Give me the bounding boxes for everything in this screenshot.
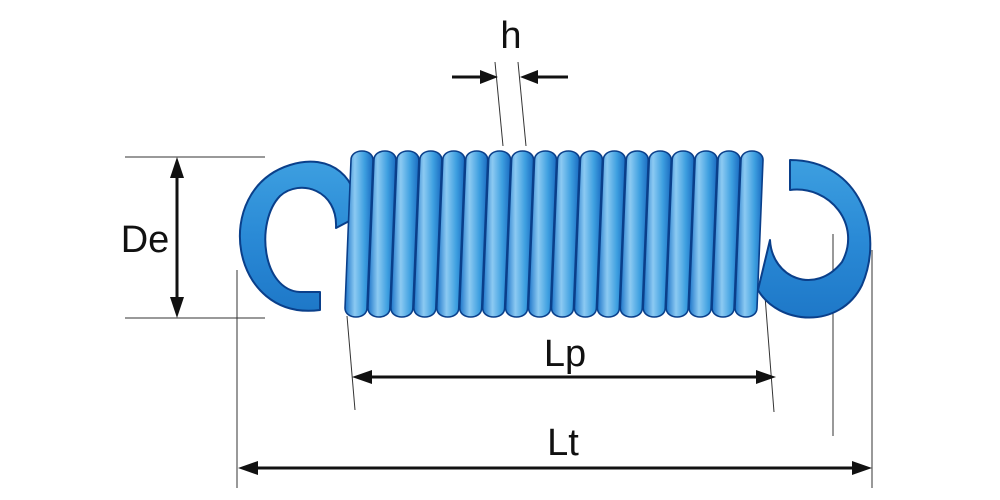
lt-arrow-left bbox=[238, 461, 258, 475]
left-hook bbox=[238, 160, 357, 312]
dimension-arrows bbox=[170, 70, 872, 475]
spring-coils bbox=[344, 150, 764, 318]
lp-arrow-right bbox=[756, 370, 776, 384]
label-de: De bbox=[121, 219, 170, 261]
spring-coil bbox=[711, 150, 741, 318]
spring-coil bbox=[734, 150, 764, 318]
h-right-arrowhead bbox=[520, 70, 538, 84]
spring-coil bbox=[367, 150, 397, 318]
h-left-extension-line bbox=[494, 61, 504, 147]
lp-arrow-left bbox=[352, 370, 372, 384]
spring-coil bbox=[527, 150, 558, 318]
de-arrow-bottom bbox=[170, 297, 184, 318]
spring-coil bbox=[688, 150, 718, 318]
label-lp: Lp bbox=[544, 333, 586, 375]
spring-coil bbox=[665, 150, 695, 318]
spring-coil bbox=[504, 150, 535, 318]
spring-coil bbox=[619, 150, 650, 318]
spring-coil bbox=[481, 150, 512, 318]
spring-coil bbox=[596, 150, 627, 318]
spring-coil bbox=[458, 150, 489, 318]
spring-coil bbox=[344, 150, 374, 318]
lp-left-extension-line bbox=[346, 315, 356, 411]
spring-coil bbox=[573, 150, 604, 318]
h-right-extension-line bbox=[517, 61, 527, 147]
h-left-arrowhead bbox=[480, 70, 498, 84]
label-lt: Lt bbox=[547, 422, 579, 464]
lp-right-extension-line bbox=[764, 295, 775, 413]
right-hook bbox=[757, 159, 872, 319]
spring-coil bbox=[642, 150, 673, 318]
label-h: h bbox=[500, 15, 521, 57]
spring-coil bbox=[390, 150, 420, 318]
extension-lines bbox=[125, 61, 873, 488]
de-arrow-top bbox=[170, 157, 184, 178]
lt-arrow-right bbox=[852, 461, 872, 475]
spring-coil bbox=[435, 150, 466, 318]
spring-coil bbox=[413, 150, 443, 318]
spring-coil bbox=[550, 150, 581, 318]
